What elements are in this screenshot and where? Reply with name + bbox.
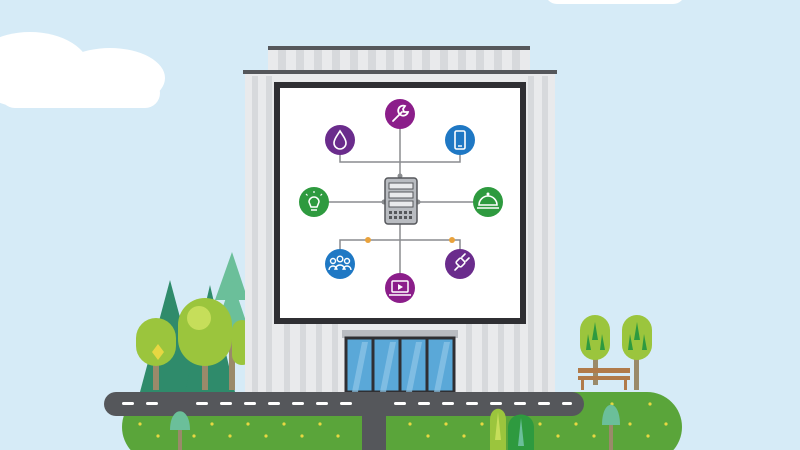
cloud-left [0,32,165,108]
power-plug-icon [445,249,475,279]
road [104,392,584,450]
water-drop-icon [325,125,355,155]
smartphone-icon [445,125,475,155]
server-rack-icon [384,177,418,225]
laptop-icon [385,273,415,303]
tree-group-right [580,315,652,390]
people-group-icon [325,249,355,279]
food-cloche-icon [473,187,503,217]
park-bench [578,368,630,390]
foreground-trees [170,404,620,450]
entrance-canopy [342,330,458,338]
wrench-icon [385,99,415,129]
light-bulb-icon [299,187,329,217]
building-roof-top [268,48,530,70]
tree-group-left [136,252,254,392]
cloud-top-right [548,0,682,4]
